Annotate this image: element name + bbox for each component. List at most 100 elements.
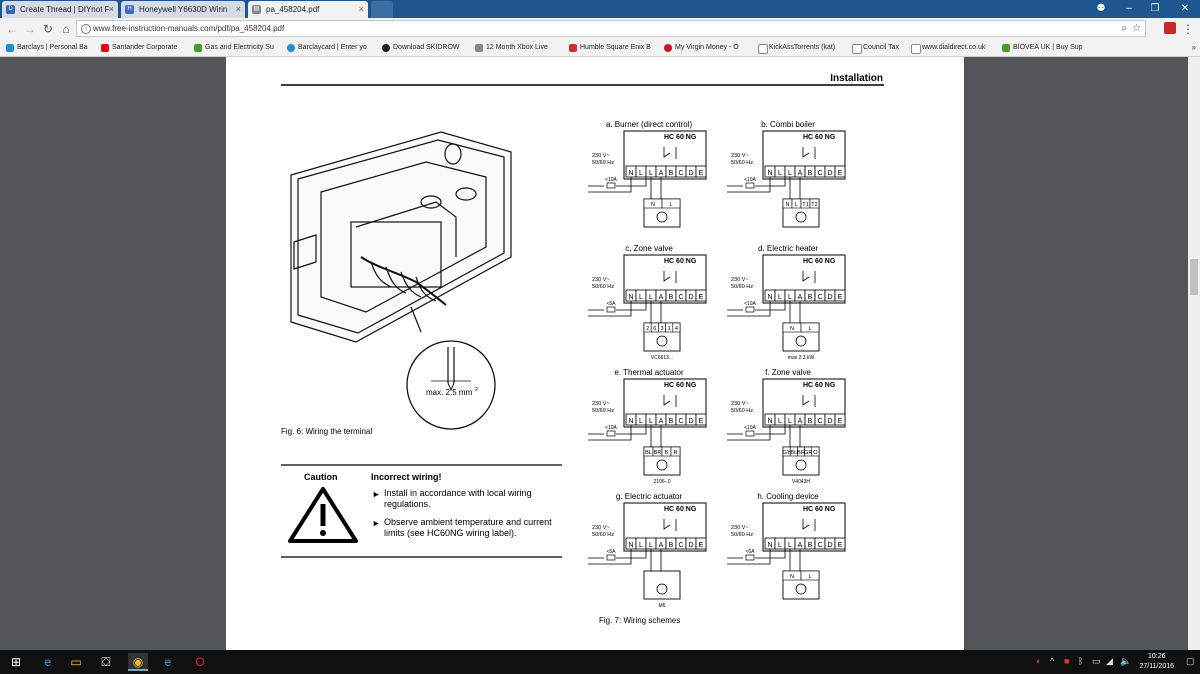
terminal-label: C <box>678 418 683 425</box>
home-icon[interactable]: ⌂ <box>62 22 70 36</box>
scheme-title: e. Thermal actuator <box>614 368 684 377</box>
bookmark-barclaycard[interactable]: Barclaycard | Enter yo <box>287 40 367 56</box>
terminal-label: L <box>778 418 782 425</box>
load-wiring <box>789 549 801 571</box>
terminal-label: E <box>838 294 843 301</box>
address-toolbar: ← → ↻ ⌂ i www.free-instruction-manuals.c… <box>0 18 1200 40</box>
store-icon[interactable]: ⛋ <box>101 655 111 669</box>
terminal-label: L <box>639 170 643 177</box>
bookmark-council-tax[interactable]: Council Tax <box>852 40 899 56</box>
tab-pdf[interactable]: ▤ pa_458204.pdf × <box>248 1 368 18</box>
load-wiring <box>789 425 801 447</box>
load-terminal-label: O <box>813 450 818 456</box>
user-icon[interactable]: ⚉ <box>1096 3 1106 14</box>
internet-explorer-icon[interactable]: e <box>164 655 172 669</box>
minimize-icon[interactable]: – <box>1126 3 1132 14</box>
scheme-title: g. Electric actuator <box>616 492 683 501</box>
bookmark-biovea[interactable]: BIOVEA UK | Buy Sup <box>1002 40 1083 56</box>
caution-bullets: ► Install in accordance with local wirin… <box>372 488 552 538</box>
scrollbar-thumb[interactable] <box>1190 259 1198 295</box>
menu-icon[interactable]: ⋮ <box>1182 22 1194 36</box>
notifications-icon[interactable]: ▢ <box>1186 656 1195 666</box>
terminal-label: B <box>669 294 674 301</box>
tray-red-icon[interactable]: ■ <box>1064 656 1070 666</box>
load-terminal-label: N <box>651 202 655 208</box>
terminal-label: L <box>788 170 792 177</box>
terminal-label: B <box>669 170 674 177</box>
close-tab-icon[interactable]: × <box>235 4 241 14</box>
max-wire-label: max. 2.5 mm <box>426 388 473 397</box>
load-symbol <box>795 459 807 471</box>
load-wiring <box>789 177 801 199</box>
frequency-label: 50/60 Hz <box>731 160 753 166</box>
terminal-label: D <box>688 170 693 177</box>
restore-icon[interactable]: ❐ <box>1150 3 1160 14</box>
bookmark-humble[interactable]: Humble Square Enix B <box>569 40 651 56</box>
tab-label: pa_458204.pdf <box>266 5 320 14</box>
warning-icon <box>288 487 358 543</box>
bookmark-dialdirect[interactable]: www.dialdirect.co.uk <box>911 40 985 56</box>
terminal-label: N <box>628 418 633 425</box>
terminal-label: A <box>659 418 664 425</box>
terminal-label: C <box>817 418 822 425</box>
opera-icon[interactable]: O <box>195 655 205 669</box>
device-label: HC 60 NG <box>664 506 697 513</box>
honeywell-icon: H <box>125 5 134 14</box>
terminal-label: N <box>628 542 633 549</box>
file-explorer-icon[interactable]: ▭ <box>70 655 82 669</box>
load-symbol <box>795 335 807 347</box>
extension-icon[interactable] <box>1164 22 1176 34</box>
supply-label: 230 V~ <box>731 277 749 283</box>
tab-honeywell[interactable]: H Honeywell Y6630D Wirin × <box>121 1 245 18</box>
page-scrollbar[interactable] <box>1188 57 1200 650</box>
tab-diynot[interactable]: D Create Thread | DIYnot F × <box>2 1 118 18</box>
scheme-title: f. Zone valve <box>765 368 811 377</box>
bookmark-gas-electricity[interactable]: Gas and Electricity Su <box>194 40 274 56</box>
bluetooth-icon[interactable]: ᛒ <box>1078 656 1084 666</box>
device-box <box>762 130 846 180</box>
bookmark-virgin-money[interactable]: My Virgin Money - O <box>664 40 739 56</box>
supply-wiring <box>727 549 786 565</box>
windows-start-icon[interactable]: ⊞ <box>10 655 22 669</box>
supply-wiring <box>727 301 786 317</box>
relay-symbol <box>802 147 816 159</box>
terminal-label: L <box>649 294 653 301</box>
scheme-title: h. Cooling device <box>757 492 819 501</box>
tray-app-icon[interactable]: ◐ <box>1036 656 1042 666</box>
new-tab-button[interactable] <box>371 1 393 18</box>
url-input[interactable]: i www.free-instruction-manuals.com/pdf/p… <box>76 20 1146 37</box>
volume-icon[interactable]: 🔈 <box>1120 656 1132 666</box>
star-icon[interactable]: ☆ <box>1132 23 1141 34</box>
clock[interactable]: 10:26 27/11/2016 <box>1139 652 1174 672</box>
bookmark-xbox[interactable]: 12 Month Xbox Live <box>475 40 548 56</box>
fuse-label: <10A <box>744 301 756 307</box>
terminal-label: C <box>817 294 822 301</box>
terminal-label: L <box>778 170 782 177</box>
terminal-label: B <box>669 418 674 425</box>
search-icon[interactable]: ⌕ <box>1121 23 1127 34</box>
network-icon[interactable]: ◢ <box>1106 656 1113 666</box>
terminal-label: L <box>639 418 643 425</box>
forward-icon[interactable]: → <box>24 22 36 36</box>
terminal-label: L <box>649 418 653 425</box>
reload-icon[interactable]: ↻ <box>42 22 54 36</box>
close-window-icon[interactable]: ✕ <box>1180 3 1190 14</box>
supply-label: 230 V~ <box>592 401 610 407</box>
more-bookmarks-icon[interactable]: » <box>1191 43 1196 52</box>
fig6-caption: Fig. 6: Wiring the terminal <box>281 427 372 436</box>
bookmark-barclays[interactable]: Barclays | Personal Ba <box>6 40 88 56</box>
close-tab-icon[interactable]: × <box>108 4 114 14</box>
terminal-label: L <box>788 294 792 301</box>
tray-chevron-icon[interactable]: ^ <box>1050 656 1055 666</box>
edge-icon[interactable]: e <box>44 655 52 669</box>
terminal-cell <box>695 537 707 550</box>
bookmark-skidrow[interactable]: Download SKIDROW <box>382 40 460 56</box>
terminal-label: L <box>649 170 653 177</box>
battery-icon[interactable]: ▭ <box>1092 656 1101 666</box>
bookmark-santander[interactable]: Santander Corporate <box>101 40 177 56</box>
bookmark-kickass[interactable]: KickAssTorrents (kat) <box>758 40 835 56</box>
chrome-icon[interactable]: ◉ <box>128 653 148 671</box>
close-tab-icon[interactable]: × <box>358 4 364 14</box>
back-icon[interactable]: ← <box>6 22 18 36</box>
